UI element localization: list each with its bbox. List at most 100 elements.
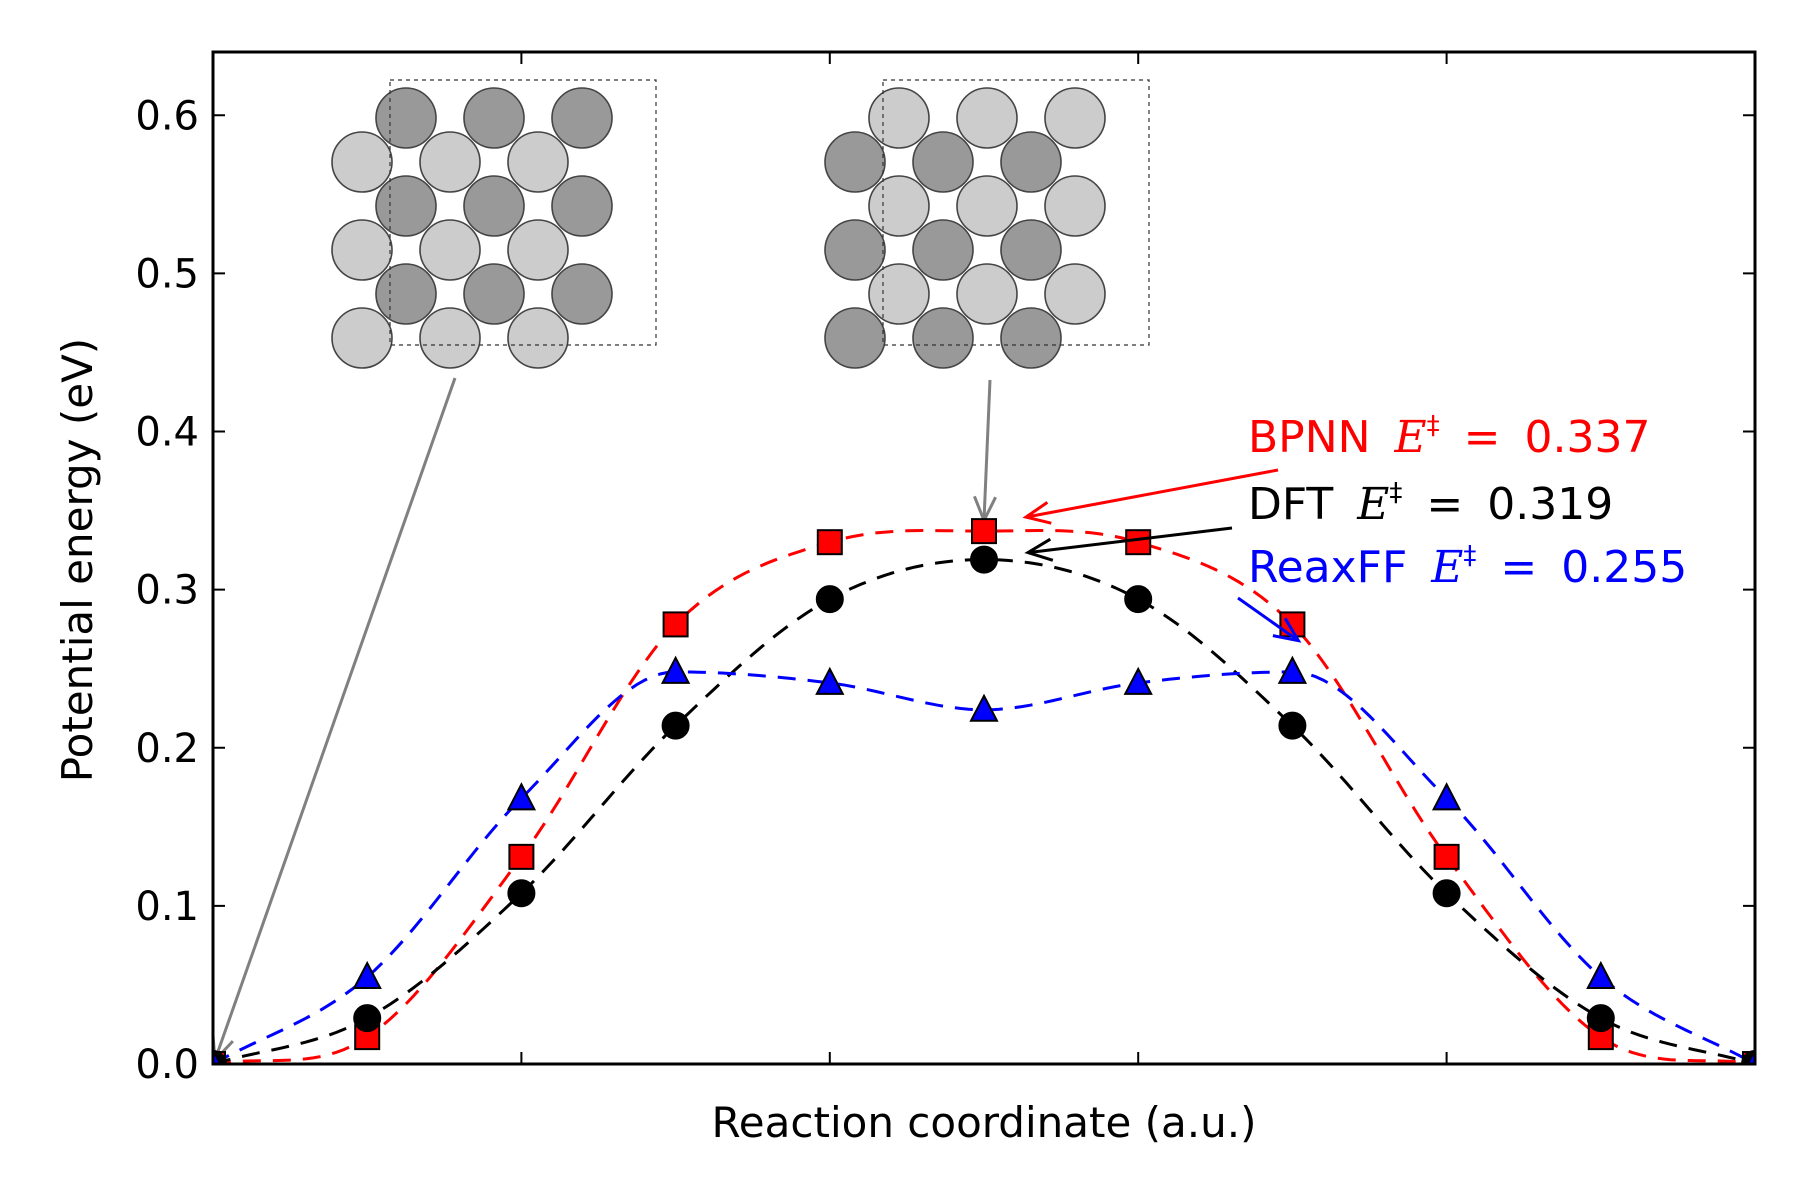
series-1-point <box>815 585 844 614</box>
cell-boundary <box>389 79 657 346</box>
data-markers <box>213 518 1755 1064</box>
barrier-annotations: BPNN E‡ = 0.337 DFT E‡ = 0.319 ReaxFF E‡… <box>1248 411 1687 593</box>
series-2-point <box>1123 666 1153 695</box>
structure-insets <box>331 79 1150 369</box>
series-1-point <box>1278 711 1307 740</box>
x-axis-label: Reaction coordinate (a.u.) <box>712 1098 1257 1147</box>
y-tick-label: 0.1 <box>135 884 199 930</box>
annotation-reaxff-arrow-shaft <box>1237 596 1300 642</box>
y-tick-label: 0.0 <box>135 1042 199 1088</box>
axes: 0.00.10.20.30.40.50.6 <box>135 50 1757 1088</box>
y-tick-label: 0.6 <box>135 93 199 139</box>
annotation-bpnn-value: 0.337 <box>1525 412 1651 463</box>
energy-symbol: E <box>1394 412 1427 463</box>
series-2-point <box>815 666 845 695</box>
atom <box>1000 307 1062 369</box>
series-1-point <box>970 545 998 574</box>
atom <box>375 87 437 149</box>
cell-boundary <box>882 79 1150 346</box>
series-1-point <box>507 879 536 908</box>
atom <box>463 87 525 149</box>
y-tick-label: 0.4 <box>135 410 199 456</box>
atom <box>1000 219 1062 281</box>
atom <box>824 131 886 193</box>
atom <box>331 307 393 369</box>
series-2-point <box>506 782 537 811</box>
energy-symbol: E <box>1430 542 1463 593</box>
atom <box>956 263 1018 325</box>
series-1-point <box>661 711 690 740</box>
atom <box>868 175 930 237</box>
series-2-point <box>1586 960 1616 990</box>
series-0-point <box>1433 843 1460 870</box>
atom <box>956 175 1018 237</box>
series-0-point <box>971 518 997 545</box>
atom <box>419 131 481 193</box>
atom <box>868 87 930 149</box>
atom <box>551 263 613 325</box>
annotation-dft-arrow-head <box>1024 537 1054 562</box>
annotation-reaxff: ReaxFF E‡ = 0.255 <box>1248 524 1687 593</box>
dagger-superscript: ‡ <box>1463 541 1476 571</box>
series-2-point <box>1277 655 1308 684</box>
series-0-point <box>662 611 689 638</box>
series-2-point <box>1431 782 1462 811</box>
dagger-superscript: ‡ <box>1389 478 1402 508</box>
atom <box>1000 131 1062 193</box>
atom <box>824 219 886 281</box>
atom <box>551 87 613 149</box>
atom <box>331 219 393 281</box>
equals-sign: = <box>1426 479 1463 530</box>
series-1-curve <box>213 558 1755 1064</box>
initial-structure-inset <box>331 79 657 369</box>
series-2-point <box>352 960 382 990</box>
dagger-superscript: ‡ <box>1427 411 1440 441</box>
atom <box>912 219 974 281</box>
series-1-point <box>1124 585 1153 614</box>
atom <box>824 307 886 369</box>
atom <box>507 219 569 281</box>
atom <box>912 307 974 369</box>
atom <box>419 219 481 281</box>
plot-frame <box>211 50 1757 1066</box>
atom <box>868 263 930 325</box>
series-1-point <box>353 1004 382 1033</box>
atom <box>1044 87 1106 149</box>
annotation-reaxff-arrow-head <box>1272 617 1302 643</box>
atom <box>463 175 525 237</box>
atom <box>1044 175 1106 237</box>
annotation-reaxff-value: 0.255 <box>1561 542 1687 593</box>
equals-sign: = <box>1464 412 1501 463</box>
annotation-dft-value: 0.319 <box>1487 479 1613 530</box>
atom <box>507 131 569 193</box>
annotation-bpnn-arrow-head <box>1022 501 1052 525</box>
atom <box>375 175 437 237</box>
atom <box>463 263 525 325</box>
atom <box>912 131 974 193</box>
annotation-bpnn-name: BPNN <box>1248 412 1371 463</box>
energy-symbol: E <box>1356 479 1389 530</box>
fit-curves <box>213 529 1755 1064</box>
annotation-dft-name: DFT <box>1248 479 1333 530</box>
series-0-curve <box>213 529 1755 1064</box>
series-1-point <box>1432 879 1461 908</box>
y-tick-label: 0.5 <box>135 251 199 297</box>
atom <box>507 307 569 369</box>
equals-sign: = <box>1500 542 1537 593</box>
atom <box>331 131 393 193</box>
annotation-bpnn-arrow-shaft <box>1025 468 1279 519</box>
y-axis-label: Potential energy (eV) <box>53 338 102 782</box>
inset-arrows <box>211 377 997 1064</box>
series-2-point <box>660 655 691 684</box>
y-tick-label: 0.2 <box>135 726 199 772</box>
annotation-reaxff-name: ReaxFF <box>1248 542 1407 593</box>
annotation-arrows <box>1022 468 1302 643</box>
series-0-point <box>508 843 535 870</box>
atom <box>1044 263 1106 325</box>
series-1-point <box>1586 1004 1615 1033</box>
annotation-dft-arrow-shaft <box>1027 526 1233 555</box>
annotation-dft: DFT E‡ = 0.319 <box>1248 461 1613 530</box>
series-2-curve <box>213 670 1755 1064</box>
series-2-point <box>969 693 999 722</box>
atom <box>956 87 1018 149</box>
